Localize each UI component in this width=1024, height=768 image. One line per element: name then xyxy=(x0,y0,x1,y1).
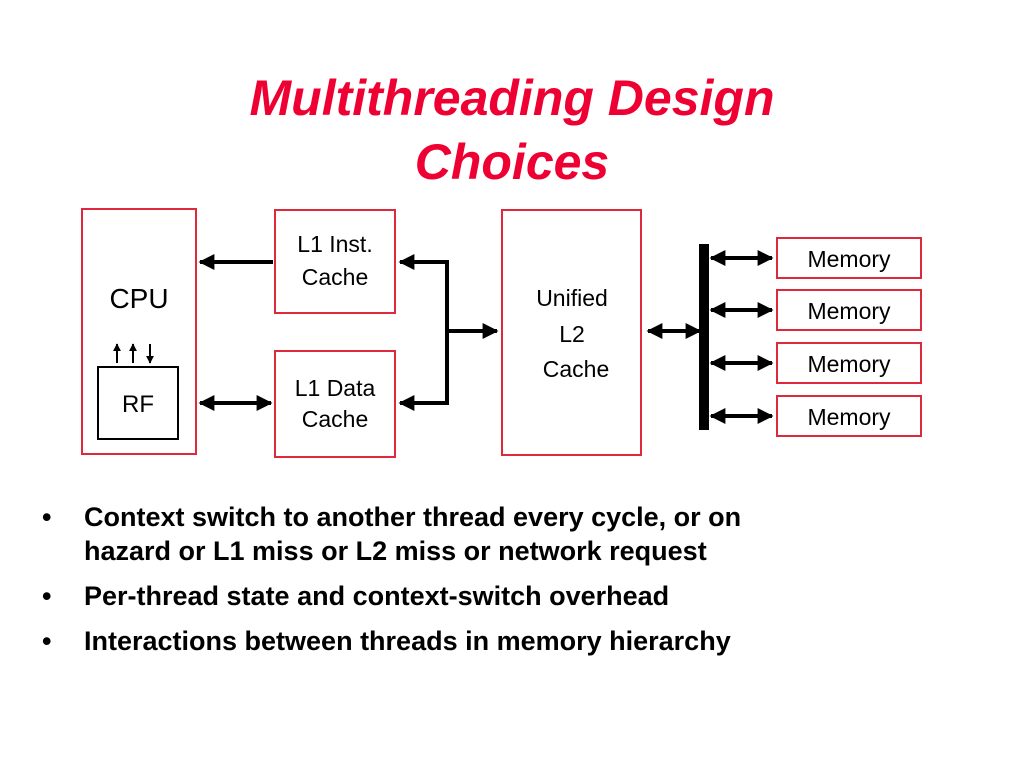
memory-label-2: Memory xyxy=(807,298,891,324)
l2-line-2: L2 xyxy=(559,321,585,347)
title-line-2: Choices xyxy=(414,134,610,190)
bullet-item: • Context switch to another thread every… xyxy=(42,502,742,566)
rf-box xyxy=(97,366,179,440)
l1-data-line-2: Cache xyxy=(302,406,368,432)
memory-label-1: Memory xyxy=(807,246,891,272)
l1-data-line-1: L1 Data xyxy=(295,375,376,401)
l1-inst-line-1: L1 Inst. xyxy=(297,231,372,257)
memory-box-4 xyxy=(776,395,922,437)
bus-memory-arrows xyxy=(709,250,774,424)
rf-label: RF xyxy=(122,391,154,418)
memory-box-3 xyxy=(776,342,922,384)
bullet-1-line-2: hazard or L1 miss or L2 miss or network … xyxy=(84,536,707,566)
l1-inst-line-2: Cache xyxy=(302,264,368,290)
memory-label-4: Memory xyxy=(807,404,891,430)
title-line-1: Multithreading Design xyxy=(249,70,775,126)
bullet-list: • Context switch to another thread every… xyxy=(42,500,1002,669)
memory-box-1 xyxy=(776,237,922,279)
bullet-1-line-1: Context switch to another thread every c… xyxy=(84,502,742,532)
l2-line-1: Unified xyxy=(536,285,608,311)
l1-data-cache-box xyxy=(274,350,396,458)
l1-inst-cache-box xyxy=(274,209,396,314)
rf-port-arrows xyxy=(113,343,154,364)
memory-box-2 xyxy=(776,289,922,331)
l2-line-3: Cache xyxy=(543,356,609,382)
memory-label-3: Memory xyxy=(807,351,891,377)
bullet-item: • Per-thread state and context-switch ov… xyxy=(42,581,670,611)
bullet-item: • Interactions between threads in memory… xyxy=(42,626,731,656)
slide-title: Multithreading Design Choices xyxy=(0,66,1024,194)
bullet-2-text: Per-thread state and context-switch over… xyxy=(84,581,670,611)
memory-bus xyxy=(699,244,709,430)
l2-cache-box xyxy=(501,209,642,456)
bullet-3-text: Interactions between threads in memory h… xyxy=(84,626,731,656)
cpu-label: CPU xyxy=(109,283,168,314)
